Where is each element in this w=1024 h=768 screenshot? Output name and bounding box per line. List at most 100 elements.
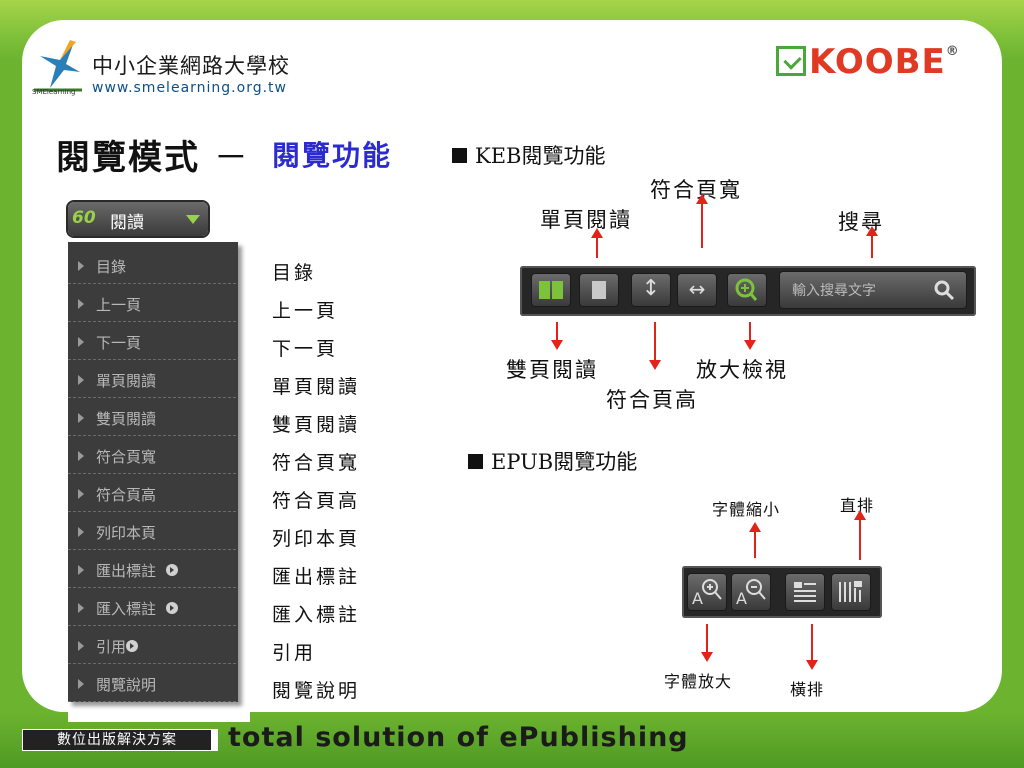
label-fit-height: 符合頁高 <box>606 388 698 412</box>
label-font-larger: 字體放大 <box>664 672 733 691</box>
horizontal-arrows-icon: ↔ <box>688 277 706 301</box>
label-fit-width: 符合頁寬 <box>650 178 742 202</box>
search-icon[interactable] <box>932 278 958 302</box>
description-item: 匯出標註 <box>272 566 361 588</box>
footer-slogan: total solution of ePublishing <box>228 722 689 753</box>
menu-item[interactable]: 引用 <box>68 626 236 664</box>
menu-item[interactable]: 閱覽說明 <box>68 664 236 702</box>
arrow-horizontal <box>806 624 818 670</box>
vertical-layout-button[interactable] <box>832 574 870 610</box>
menu-item[interactable]: 匯出標註 <box>68 550 236 588</box>
description-item: 閱覽說明 <box>272 680 361 702</box>
label-horizontal: 橫排 <box>790 680 825 699</box>
arrow-double-page <box>551 322 563 350</box>
menu-item-label: 列印本頁 <box>96 524 157 542</box>
search-box[interactable]: 輸入搜尋文字 <box>780 272 966 308</box>
menu-item[interactable]: 符合頁寬 <box>68 436 236 474</box>
menu-item-label: 目錄 <box>96 258 127 276</box>
triangle-right-icon <box>78 565 84 575</box>
menu-item[interactable]: 上一頁 <box>68 284 236 322</box>
menu-item[interactable]: 雙頁閱讀 <box>68 398 236 436</box>
description-item: 匯入標註 <box>272 604 361 626</box>
menu-item[interactable]: 列印本頁 <box>68 512 236 550</box>
epub-toolbar: A A <box>682 566 882 618</box>
menu-item-label: 符合頁高 <box>96 486 157 504</box>
zoom-in-icon <box>735 278 758 301</box>
school-url[interactable]: www.smelearning.org.tw <box>92 80 287 96</box>
triangle-right-icon <box>78 679 84 689</box>
arrow-zoom <box>744 322 756 350</box>
description-item: 引用 <box>272 642 317 664</box>
menu-item[interactable]: 目錄 <box>68 246 236 284</box>
description-item: 單頁閱讀 <box>272 376 361 398</box>
arrow-search <box>866 226 878 258</box>
triangle-right-icon <box>78 603 84 613</box>
menu-item-label: 符合頁寬 <box>96 448 157 466</box>
font-larger-button[interactable]: A <box>688 574 726 610</box>
label-zoom: 放大檢視 <box>696 358 788 382</box>
fit-height-button[interactable]: ↕ <box>632 274 670 306</box>
horizontal-layout-button[interactable] <box>786 574 824 610</box>
brand-name: KOOBE <box>809 42 946 82</box>
triangle-right-icon <box>78 299 84 309</box>
svg-text:A: A <box>692 589 703 608</box>
menu-item-label: 引用 <box>96 638 127 656</box>
vertical-text-icon <box>839 581 862 602</box>
submenu-arrow-icon <box>166 602 178 614</box>
font-larger-icon: A <box>692 579 722 608</box>
footer-tagline-box: 數位出版解決方案 <box>22 729 218 751</box>
registered-mark: ® <box>945 44 960 59</box>
triangle-right-icon <box>78 413 84 423</box>
menu-item[interactable]: 匯入標註 <box>68 588 236 626</box>
label-double-page: 雙頁閱讀 <box>506 358 598 382</box>
dropdown-arrow-icon <box>186 215 200 224</box>
page-title: 閱覽模式 － <box>56 138 250 178</box>
search-input[interactable]: 輸入搜尋文字 <box>792 283 876 299</box>
page-subtitle: 閱覽功能 <box>272 139 393 172</box>
single-page-button[interactable] <box>580 274 618 306</box>
description-item: 下一頁 <box>272 338 339 360</box>
reader-menu-button[interactable]: 60 閱讀 <box>68 202 208 236</box>
menu-item-label: 上一頁 <box>96 296 142 314</box>
bird-caption: SMElearning <box>32 88 76 96</box>
menu-item-label: 匯出標註 <box>96 562 157 580</box>
menu-item-label: 匯入標註 <box>96 600 157 618</box>
reader-menu-list: 目錄上一頁下一頁單頁閱讀雙頁閱讀符合頁寬符合頁高列印本頁匯出標註匯入標註引用閱覽… <box>68 242 238 702</box>
bullet-square-icon <box>468 454 483 469</box>
keb-heading: KEB閱覽功能 <box>452 140 605 170</box>
font-smaller-icon: A <box>736 579 766 608</box>
zoom-button[interactable] <box>728 274 766 306</box>
triangle-right-icon <box>78 451 84 461</box>
menu-item[interactable]: 下一頁 <box>68 322 236 360</box>
font-smaller-button[interactable]: A <box>732 574 770 610</box>
bullet-square-icon <box>452 148 467 163</box>
triangle-right-icon <box>78 375 84 385</box>
description-item: 目錄 <box>272 262 317 284</box>
menu-item-label: 單頁閱讀 <box>96 372 157 390</box>
svg-text:A: A <box>736 589 747 608</box>
label-font-smaller: 字體縮小 <box>712 500 781 519</box>
menu-item-label: 雙頁閱讀 <box>96 410 157 428</box>
reader-logo-icon: 60 <box>72 208 96 228</box>
description-item: 符合頁寬 <box>272 452 361 474</box>
menu-item[interactable]: 符合頁高 <box>68 474 236 512</box>
single-page-icon <box>592 281 606 299</box>
keb-toolbar: ↕ ↔ 輸入搜尋文字 <box>520 266 976 316</box>
double-page-icon <box>539 281 550 299</box>
horizontal-text-icon <box>794 582 816 602</box>
description-item: 符合頁高 <box>272 490 361 512</box>
arrow-font-larger <box>701 624 713 662</box>
arrow-vertical <box>854 510 866 560</box>
description-item: 上一頁 <box>272 300 339 322</box>
submenu-arrow-icon <box>166 564 178 576</box>
triangle-right-icon <box>78 261 84 271</box>
menu-item-label: 閱覽說明 <box>96 676 157 694</box>
reader-menu-panel: 目錄上一頁下一頁單頁閱讀雙頁閱讀符合頁寬符合頁高列印本頁匯出標註匯入標註引用閱覽… <box>68 242 250 722</box>
menu-item-label: 下一頁 <box>96 334 142 352</box>
triangle-right-icon <box>78 641 84 651</box>
menu-item[interactable]: 單頁閱讀 <box>68 360 236 398</box>
arrow-fit-height <box>649 322 661 370</box>
fit-width-button[interactable]: ↔ <box>678 274 716 306</box>
triangle-right-icon <box>78 527 84 537</box>
double-page-button[interactable] <box>532 274 570 306</box>
